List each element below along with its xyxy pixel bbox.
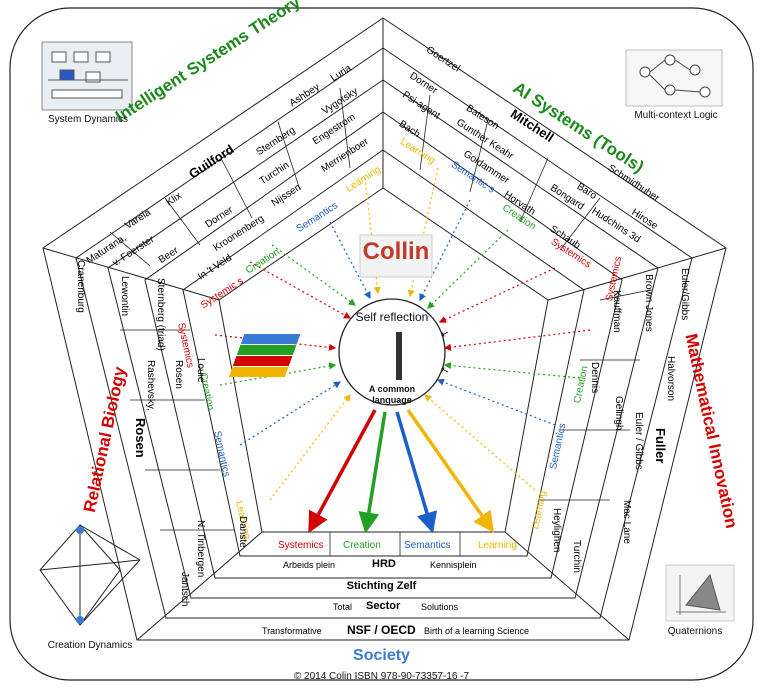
brand-collin: Collin: [362, 238, 430, 265]
label-semantics-bottom: Semantics: [404, 540, 451, 551]
caption-multi-context-logic: Multi-context Logic: [634, 110, 718, 121]
row-sector-right: Solutions: [421, 602, 459, 612]
name-halvorson: Halvorson: [665, 356, 676, 402]
name-cranenburg: Cranenburg: [75, 260, 86, 313]
name-euler-gibbs-1: Euler/Gibbs: [679, 268, 690, 321]
name-psi-agent: Psi-agent: [400, 89, 442, 122]
title-intelligent-systems-theory: Intelligent Systems Theory: [112, 0, 304, 126]
label-semantics-right: Semantics: [548, 422, 569, 471]
label-semantics-ul: Semantics: [294, 200, 340, 235]
name-louie: Louie: [195, 358, 206, 383]
thumbnail-quaternions: [665, 564, 735, 622]
label-learning-ul: Learning: [344, 164, 383, 195]
name-merrienboer: Merrienboer: [319, 136, 371, 175]
corner-dividers: [42, 18, 727, 641]
row-hrd-left: Arbeids plein: [283, 560, 336, 570]
name-luria: Luria: [328, 62, 354, 85]
name-rashevsky: Rashevsky,: [145, 360, 156, 411]
solid-arrows: [308, 408, 495, 534]
name-klix: Klix: [164, 190, 184, 209]
stack-graphic: [228, 332, 402, 380]
label-learning-bottom: Learning: [478, 540, 517, 551]
name-turchin-l: Turchin: [257, 159, 292, 188]
name-in-t-veld: In 't Veld: [196, 252, 234, 283]
cell-separators: [109, 87, 651, 556]
thumbnail-multi-context-logic: [625, 49, 723, 107]
label-systemics-ul: Systemic s: [198, 275, 246, 312]
row-sector-mid: Sector: [366, 600, 401, 612]
label-creation-ul: Creation: [244, 246, 282, 277]
row-stichting-zelf: Stichting Zelf: [346, 580, 417, 592]
row-hrd-mid: HRD: [372, 558, 396, 570]
name-sternberg: Sternberg: [254, 124, 298, 159]
name-engestrom: Engestrom: [310, 111, 358, 148]
row-nsf-mid: NSF / OECD: [347, 623, 416, 637]
name-dennis: Dennis: [589, 362, 600, 394]
footer-copyright: © 2014 Colin ISBN 978-90-73357-16 -7: [293, 671, 470, 682]
name-kauffman: Kauffman: [611, 290, 622, 333]
name-sternberg-triad: Sternberg (triad): [155, 278, 166, 351]
name-gelingh: Gelingh: [613, 396, 624, 431]
name-heylighen: Heylighen: [551, 508, 562, 553]
name-dorner-l: Dorner: [203, 204, 236, 231]
name-guilford: Guilford: [185, 141, 237, 182]
title-society: Society: [353, 647, 410, 664]
name-lewontin: Lewontin: [119, 276, 130, 317]
center-title: Self reflection: [355, 310, 429, 324]
center-caption: A common language: [368, 384, 416, 405]
name-turchin-r: Turchin: [571, 540, 582, 573]
row-nsf-left: Transformative: [262, 626, 322, 636]
label-creation-right: Creation: [572, 365, 591, 405]
collin-logo-box: [359, 234, 433, 278]
name-ashbey: Ashbey: [287, 81, 322, 110]
name-danste: Danste: [237, 516, 248, 548]
row-hrd-right: Kennisplein: [430, 560, 477, 570]
label-semantics-left: Semantics: [211, 430, 232, 478]
name-brown-jones: Brown Jones: [643, 274, 654, 332]
row-nsf-right: Birth of a learning Science: [424, 626, 530, 636]
caption-system-dynamics: System Dynamics: [47, 114, 128, 125]
name-bach: Bach: [396, 118, 422, 141]
label-creation-bottom: Creation: [343, 540, 381, 551]
outer-frame: [9, 7, 754, 681]
name-rosen-small: Rosen: [173, 360, 184, 389]
name-goertzel: Goertzel: [424, 44, 462, 75]
label-learning-ur: Learning: [398, 136, 437, 167]
caption-creation-dynamics: Creation Dynamics: [47, 640, 133, 651]
label-systemics-bottom: Systemics: [278, 540, 324, 551]
name-euler-gibbs-2: Euler / Gibbs: [633, 412, 644, 470]
name-vygotsky: Vygotsky: [320, 85, 360, 118]
name-nijssen: Nijssen: [269, 181, 304, 210]
name-mac-lane: Mac Lane: [621, 500, 632, 544]
name-varela: Varela: [123, 207, 153, 232]
title-relational-biology: Relational Biology: [80, 364, 130, 514]
name-hirose: Hirose: [629, 207, 660, 232]
name-beer: Beer: [156, 245, 181, 266]
thumbnail-system-dynamics: [41, 41, 133, 111]
label-learning-right: Learning: [530, 489, 549, 531]
thumbnail-creation-dynamics: [39, 524, 141, 626]
row-sector-left: Total: [333, 602, 353, 612]
title-mathematical-innovation: Mathematical Innovation: [681, 332, 742, 530]
center-circle: [338, 298, 446, 406]
name-rosen-bold: Rosen: [133, 418, 148, 458]
name-jantsch: Jantsch: [179, 572, 190, 607]
name-fuller: Fuller: [653, 428, 668, 464]
pentagon-rings: [42, 17, 727, 641]
name-n-tinbergen: N. Tinbergen: [195, 520, 206, 578]
caption-quaternions: Quaternions: [667, 626, 723, 637]
